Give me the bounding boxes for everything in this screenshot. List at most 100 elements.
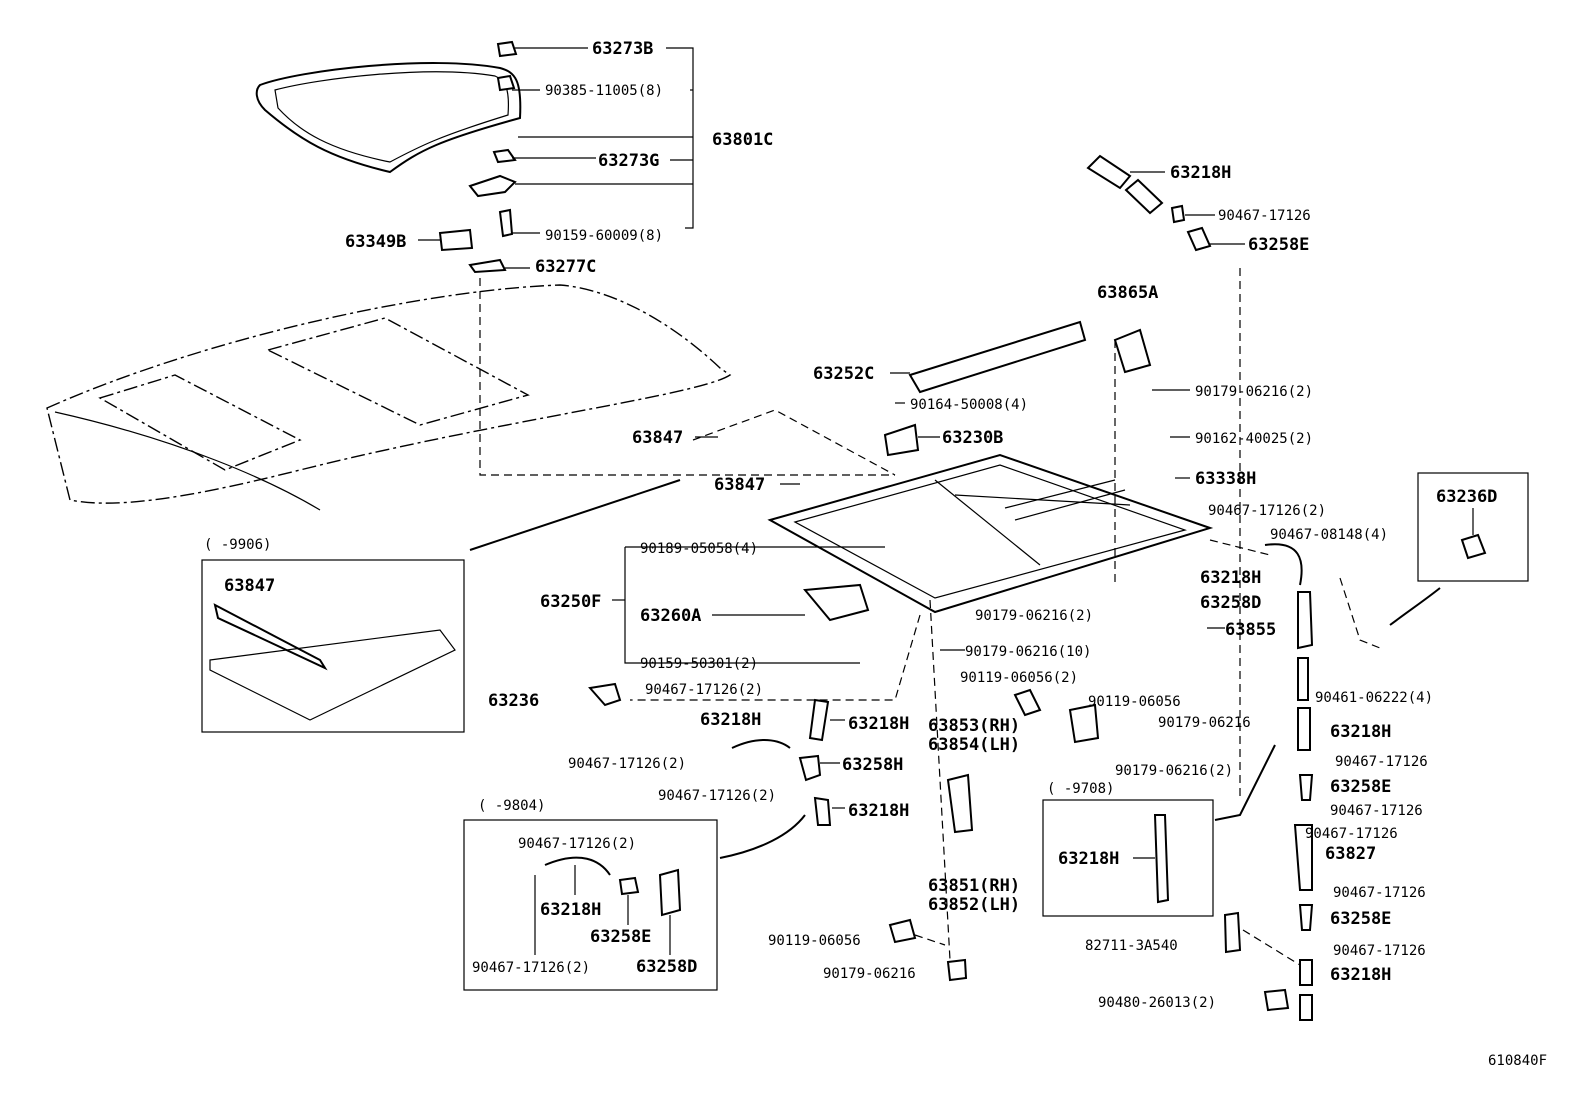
63273G-shim [492, 148, 517, 164]
label-90467-r3: 90467-17126 [1335, 754, 1428, 770]
90385-screw [496, 74, 516, 92]
63273B-clip [496, 40, 518, 58]
label-90467-r6: 90467-17126 [1333, 885, 1426, 901]
label-90467-l3: 90467-17126(2) [568, 756, 686, 772]
inset-9906-part-label: 63847 [224, 576, 275, 596]
diagram-code: 610840F [1488, 1053, 1547, 1069]
label-82711: 82711-3A540 [1085, 938, 1178, 954]
reference-arrows [469, 479, 1441, 859]
label-63865A: 63865A [1097, 283, 1158, 303]
label-90119b: 90119-06056 [1088, 694, 1181, 710]
label-90480: 90480-26013(2) [1098, 995, 1216, 1011]
label-63250F: 63250F [540, 592, 601, 612]
label-63847a: 63847 [632, 428, 683, 448]
label-63851: 63851(RH) [928, 876, 1020, 896]
63230B-bracket [883, 423, 920, 457]
inset-9804: ( -9804) 90467-17126(2) 63218H 63258E 90… [463, 798, 718, 991]
63252C-deflector [908, 320, 1087, 394]
inset-9708-part-label: 63218H [1058, 849, 1119, 869]
inset-9804-p3: 63258E [590, 927, 651, 947]
label-90179d: 90179-06216 [1158, 715, 1251, 731]
roof-panel [46, 284, 732, 511]
label-90179f: 90179-06216 [823, 966, 916, 982]
label-90467-top: 90467-17126 [1218, 208, 1311, 224]
label-90179a: 90179-06216(2) [1195, 384, 1313, 400]
label-90179b: 90179-06216(2) [975, 608, 1093, 624]
label-63218H-r: 63218H [1200, 568, 1261, 588]
lower-center-parts [888, 688, 1301, 1012]
label-63273B: 63273B [592, 39, 653, 59]
label-90164: 90164-50008(4) [910, 397, 1028, 413]
63260A-motor [803, 583, 870, 622]
label-90179c: 90179-06216(10) [965, 644, 1091, 660]
label-63277C: 63277C [535, 257, 596, 277]
leader-lines [418, 47, 896, 476]
inset-9804-p4: 90467-17126(2) [472, 960, 590, 976]
label-63854: 63854(LH) [928, 735, 1020, 755]
label-90467-08148: 90467-08148(4) [1270, 527, 1388, 543]
inset-9804-p5: 63258D [636, 957, 697, 977]
label-90119a: 90119-06056(2) [960, 670, 1078, 686]
inset-9906: ( -9906) 63847 [201, 537, 465, 733]
upper-fasteners [438, 40, 518, 274]
label-63273G: 63273G [598, 151, 659, 171]
label-90159a: 90159-60009(8) [545, 228, 663, 244]
label-63258E-r: 63258E [1330, 777, 1391, 797]
label-63852: 63852(LH) [928, 895, 1020, 915]
label-63855: 63855 [1225, 620, 1276, 640]
label-63260A: 63260A [640, 606, 701, 626]
inset-9804-period: ( -9804) [478, 798, 545, 814]
inset-9804-p1: 90467-17126(2) [518, 836, 636, 852]
label-63258E-r2: 63258E [1330, 909, 1391, 929]
label-63218H-r2: 63218H [1330, 722, 1391, 742]
label-63218H-top: 63218H [1170, 163, 1231, 183]
label-63853: 63853(RH) [928, 716, 1020, 736]
label-90162: 90162-40025(2) [1195, 431, 1313, 447]
label-63258E-top: 63258E [1248, 235, 1309, 255]
label-63338H: 63338H [1195, 469, 1256, 489]
label-63218H-l1: 63218H [700, 710, 761, 730]
label-90179e: 90179-06216(2) [1115, 763, 1233, 779]
inset-9708-period: ( -9708) [1047, 781, 1114, 797]
inset-9708: ( -9708) 63218H [1042, 781, 1214, 917]
inset-63236D: 63236D [1417, 472, 1529, 582]
left-drain-hose [588, 682, 845, 826]
right-drain-hose-stack [1264, 543, 1381, 1021]
label-90119c: 90119-06056 [768, 933, 861, 949]
sunroof-glass-panel [255, 62, 522, 174]
label-63218H-l2: 63218H [848, 714, 909, 734]
label-90467-l4: 90467-17126(2) [658, 788, 776, 804]
label-63218H-l3: 63218H [848, 801, 909, 821]
label-90189: 90189-05058(4) [640, 541, 758, 557]
label-63230B: 63230B [942, 428, 1003, 448]
label-90467-l2: 90467-17126(2) [645, 682, 763, 698]
label-90467-r5: 90467-17126 [1305, 826, 1398, 842]
label-63801C: 63801C [712, 130, 773, 150]
63277C-part [468, 258, 507, 274]
label-63349B: 63349B [345, 232, 406, 252]
63865A-bracket [1113, 328, 1152, 374]
inset-63236D-part-label: 63236D [1436, 487, 1497, 507]
inset-9906-period: ( -9906) [204, 537, 271, 553]
label-63236: 63236 [488, 691, 539, 711]
label-63847b: 63847 [714, 475, 765, 495]
label-90385: 90385-11005(8) [545, 83, 663, 99]
label-90467-r4: 90467-17126 [1330, 803, 1423, 819]
90159-bolt [498, 208, 514, 238]
label-63827: 63827 [1325, 844, 1376, 864]
frame-leaders [612, 268, 1271, 961]
bracket-clip [468, 174, 517, 198]
top-drain-hose [1086, 154, 1245, 252]
label-90159b: 90159-50301(2) [640, 656, 758, 672]
sunroof-frame [767, 320, 1214, 622]
label-63258D-r: 63258D [1200, 593, 1261, 613]
inset-9804-p2: 63218H [540, 900, 601, 920]
part-labels: 63273B 90385-11005(8) 63801C 63273G 9015… [345, 39, 1547, 1069]
label-63218H-r3: 63218H [1330, 965, 1391, 985]
label-63252C: 63252C [813, 364, 874, 384]
label-90461: 90461-06222(4) [1315, 690, 1433, 706]
label-90467-r7: 90467-17126 [1333, 943, 1426, 959]
label-90467-r2: 90467-17126(2) [1208, 503, 1326, 519]
